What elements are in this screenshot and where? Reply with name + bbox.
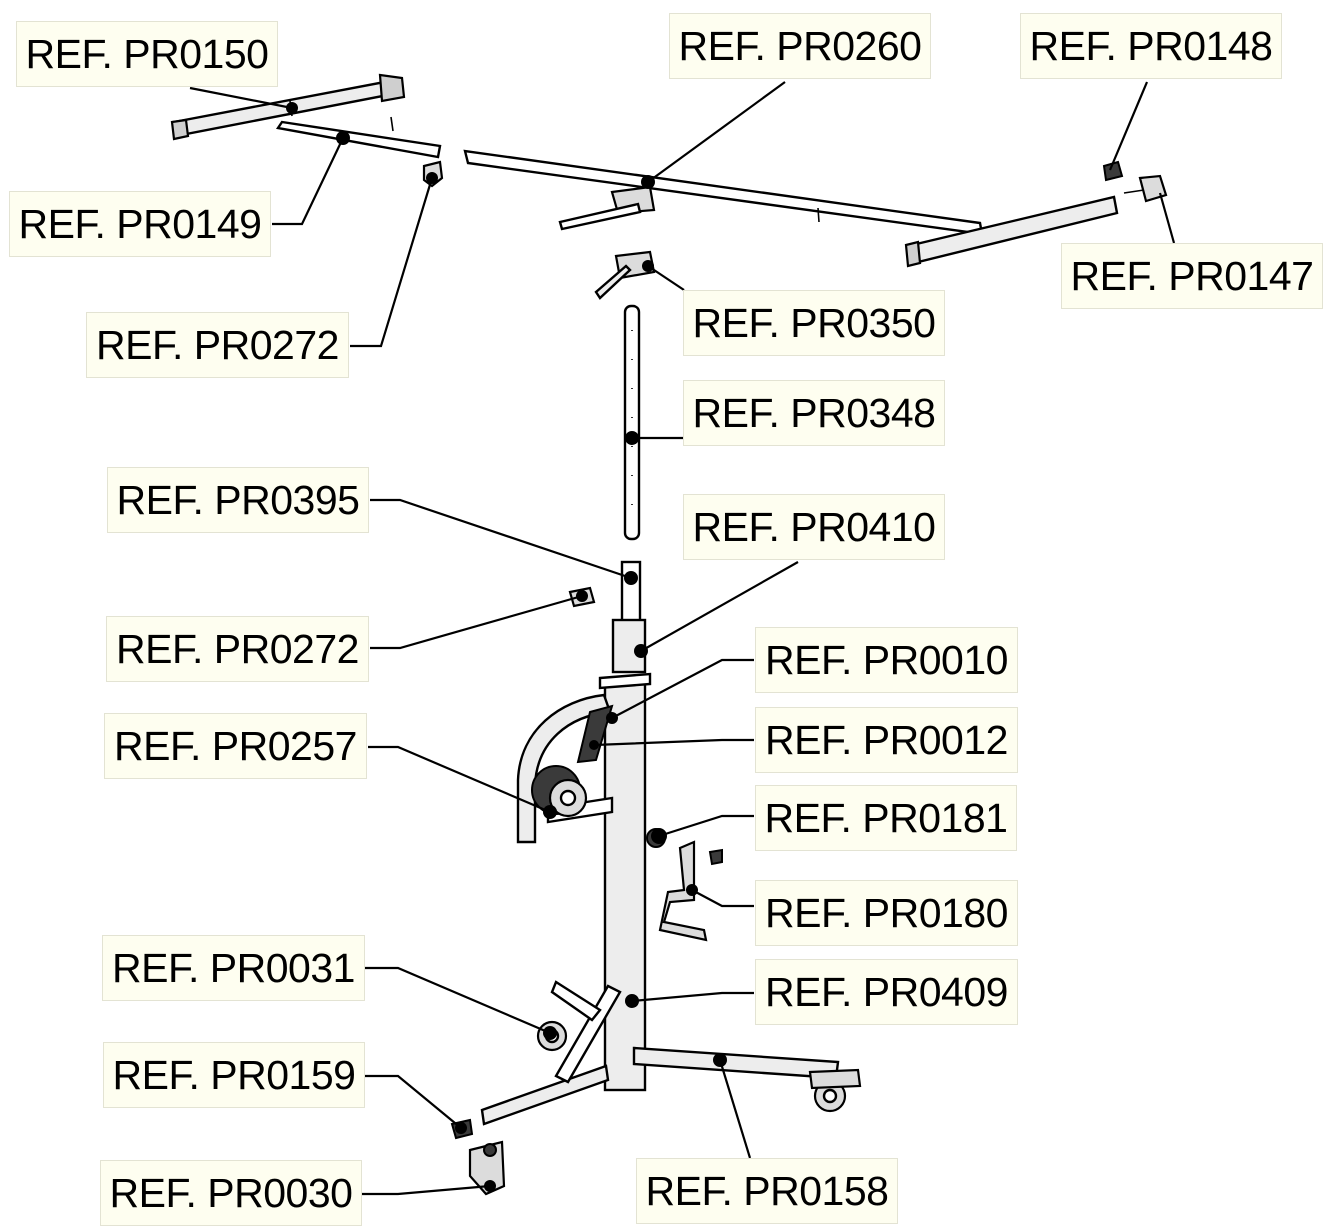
callout-pr0159: REF. PR0159 [103,1042,365,1108]
top-left-cross-arm [170,73,442,159]
callout-pr0348: REF. PR0348 [683,380,945,446]
callout-pr0350: REF. PR0350 [683,290,945,356]
callout-pr0030: REF. PR0030 [100,1160,362,1226]
winch-drum [531,765,588,818]
crank-handle [658,840,708,942]
callout-pr0012: REF. PR0012 [755,707,1018,773]
top-right-bracket [1123,174,1168,203]
crank-screw [708,848,723,866]
callout-pr0409: REF. PR0409 [755,959,1018,1025]
callout-pr0147: REF. PR0147 [1061,243,1323,309]
base-leg-left [480,980,622,1126]
callout-pr0180: REF. PR0180 [755,880,1018,946]
upper-mast [623,304,641,541]
base-leg-right [632,1046,840,1080]
callout-pr0260: REF. PR0260 [669,13,931,79]
callout-pr0272-mid: REF. PR0272 [106,616,369,682]
caster-right [808,1068,862,1113]
callout-pr0031: REF. PR0031 [102,935,365,1001]
callout-pr0148: REF. PR0148 [1020,13,1282,79]
callout-pr0149: REF. PR0149 [9,191,271,257]
caster-spare [468,1140,506,1196]
top-main-arm [463,149,1119,268]
callout-pr0257: REF. PR0257 [104,713,367,779]
mast-clamp [594,250,656,300]
callout-pr0010: REF. PR0010 [755,627,1018,693]
callout-pr0181: REF. PR0181 [755,785,1017,851]
leader-lines [189,81,1176,1196]
callout-pr0272-top: REF. PR0272 [86,312,349,378]
leader-dots [286,102,727,1192]
callout-pr0150: REF. PR0150 [16,21,278,87]
callout-pr0158: REF. PR0158 [636,1158,898,1224]
callout-pr0395: REF. PR0395 [107,467,369,533]
callout-pr0410: REF. PR0410 [683,494,945,560]
